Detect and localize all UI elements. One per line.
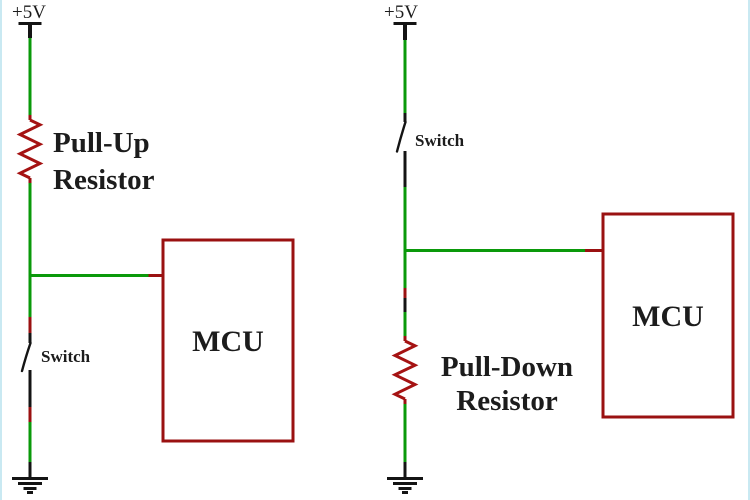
supply-voltage-label: +5V	[12, 2, 46, 23]
ground-bar	[27, 491, 33, 494]
page-right-border	[748, 0, 750, 500]
ground-bar	[387, 477, 423, 480]
resistor-pin	[403, 399, 407, 404]
ground-bar	[398, 487, 412, 490]
supply-voltage-label: +5V	[384, 2, 418, 23]
switch-pin	[403, 288, 407, 298]
switch-contact	[28, 370, 32, 407]
ground-symbol	[12, 462, 48, 494]
pull-up-label-line2: Resistor	[53, 164, 155, 196]
mcu-pin	[148, 274, 165, 277]
mcu-pin	[585, 249, 605, 252]
resistor-pin	[28, 115, 32, 120]
resistor-pin	[28, 178, 32, 183]
switch-label: Switch	[41, 347, 91, 366]
pull-down-circuit: +5V	[384, 2, 735, 494]
ground-stem	[403, 462, 407, 477]
ground-bar	[18, 482, 42, 485]
resistor-pin	[403, 336, 407, 341]
wire-segment	[403, 187, 407, 288]
switch-pin	[28, 407, 32, 422]
ground-symbol	[387, 462, 423, 494]
pull-up-circuit: +5V	[12, 2, 295, 494]
power-flag: +5V	[12, 2, 46, 38]
switch-symbol	[395, 120, 407, 153]
switch-pin	[28, 317, 32, 333]
power-flag-stem	[28, 22, 32, 38]
wire-segment	[403, 40, 407, 113]
switch-contact	[403, 151, 407, 187]
mcu-box	[601, 212, 735, 419]
mcu-label: MCU	[632, 300, 704, 333]
ground-stem	[28, 462, 32, 477]
power-flag-stem	[403, 22, 407, 40]
ground-bar	[12, 477, 48, 480]
ground-bar	[23, 487, 37, 490]
switch-label: Switch	[415, 131, 465, 150]
switch-contact	[403, 113, 407, 122]
ground-bar	[402, 491, 408, 494]
switch-contact	[28, 333, 32, 343]
wire-segment	[403, 404, 407, 462]
wire-segment	[403, 249, 586, 252]
resistor-symbol	[391, 339, 419, 401]
wire-segment	[28, 274, 149, 277]
page-left-border	[0, 0, 2, 500]
wire-segment	[28, 422, 32, 462]
wire-segment	[403, 312, 407, 336]
wire-segment	[28, 38, 32, 115]
mcu-box	[161, 238, 295, 443]
switch-contact	[403, 298, 407, 312]
wire-segment	[28, 183, 32, 317]
pull-down-label-line2: Resistor	[456, 385, 558, 417]
pull-down-label-line1: Pull-Down	[441, 351, 573, 383]
pull-up-label-line1: Pull-Up	[53, 127, 150, 159]
mcu-label: MCU	[192, 325, 264, 358]
resistor-symbol	[16, 118, 44, 180]
power-flag: +5V	[384, 2, 418, 40]
ground-bar	[393, 482, 417, 485]
switch-symbol	[20, 341, 32, 373]
